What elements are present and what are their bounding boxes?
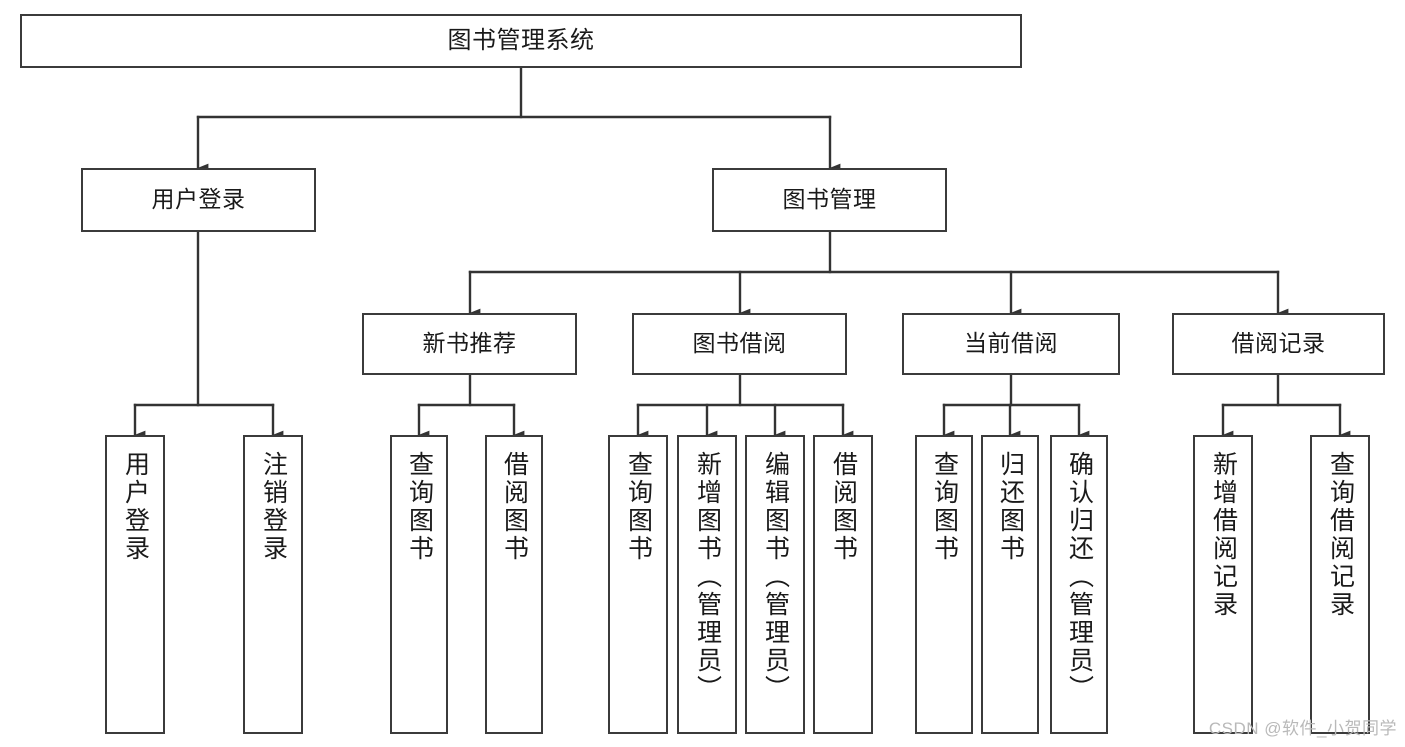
leaf-return-book[interactable]: 归还图书 [981, 435, 1039, 734]
node-root-label: 图书管理系统 [447, 26, 595, 54]
node-root[interactable]: 图书管理系统 [20, 14, 1022, 68]
node-new-book-recommend[interactable]: 新书推荐 [362, 313, 577, 375]
node-book-borrow[interactable]: 图书借阅 [632, 313, 847, 375]
node-book-borrow-label: 图书借阅 [692, 330, 787, 357]
leaf-add-borrow-record[interactable]: 新增借阅记录 [1193, 435, 1253, 734]
node-user-login[interactable]: 用户登录 [81, 168, 316, 232]
leaf-label: 借阅图书 [829, 451, 858, 563]
node-current-borrow-label: 当前借阅 [964, 330, 1058, 357]
leaf-label: 借阅图书 [500, 451, 529, 563]
leaf-label: 查询图书 [930, 451, 959, 563]
node-book-management[interactable]: 图书管理 [712, 168, 947, 232]
node-new-book-recommend-label: 新书推荐 [422, 330, 517, 357]
leaf-label: 查询图书 [405, 451, 434, 563]
leaf-query-borrow-record[interactable]: 查询借阅记录 [1310, 435, 1370, 734]
leaf-label: 用户登录 [121, 451, 150, 563]
node-borrow-record-label: 借阅记录 [1231, 330, 1326, 357]
leaf-logout[interactable]: 注销登录 [243, 435, 303, 734]
leaf-label: 注销登录 [259, 451, 288, 563]
leaf-label: 查询借阅记录 [1326, 451, 1355, 619]
node-borrow-record[interactable]: 借阅记录 [1172, 313, 1385, 375]
leaf-add-book-admin[interactable]: 新增图书（管理员） [677, 435, 737, 734]
leaf-user-login[interactable]: 用户登录 [105, 435, 165, 734]
leaf-label: 新增借阅记录 [1209, 451, 1238, 619]
leaf-borrow-book[interactable]: 借阅图书 [813, 435, 873, 734]
leaf-label: 查询图书 [624, 451, 653, 563]
node-current-borrow[interactable]: 当前借阅 [902, 313, 1120, 375]
leaf-label: 确认归还（管理员） [1065, 451, 1094, 703]
leaf-confirm-return-admin[interactable]: 确认归还（管理员） [1050, 435, 1108, 734]
leaf-query-book-current[interactable]: 查询图书 [915, 435, 973, 734]
leaf-label: 归还图书 [996, 451, 1025, 563]
leaf-query-book-borrow[interactable]: 查询图书 [608, 435, 668, 734]
watermark: CSDN @软件_小贺同学 [1208, 719, 1397, 738]
node-user-login-label: 用户登录 [151, 186, 246, 213]
leaf-borrow-book-recommend[interactable]: 借阅图书 [485, 435, 543, 734]
leaf-edit-book-admin[interactable]: 编辑图书（管理员） [745, 435, 805, 734]
leaf-query-book-recommend[interactable]: 查询图书 [390, 435, 448, 734]
node-book-management-label: 图书管理 [782, 186, 877, 213]
leaf-label: 新增图书（管理员） [693, 451, 722, 703]
leaf-label: 编辑图书（管理员） [761, 451, 790, 703]
